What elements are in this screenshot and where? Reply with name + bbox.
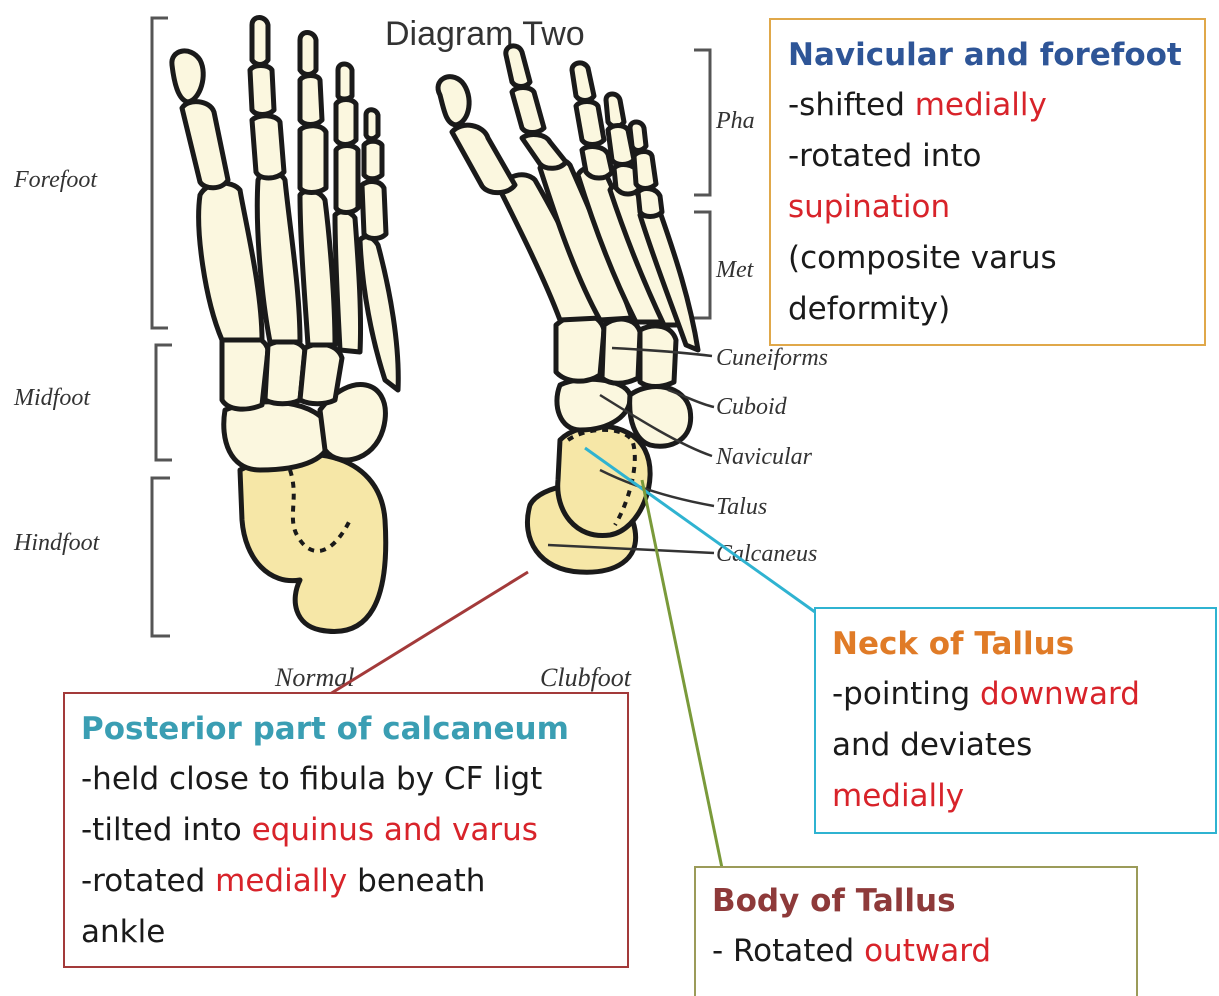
bone-label-navicular: Navicular (715, 444, 813, 470)
normal-cuneiform-1 (222, 335, 268, 409)
normal-toe3-distal (300, 33, 316, 75)
clubfoot-toe2-proximal (522, 135, 566, 169)
callout-body-of-tallus: Body of Tallus - Rotated outward (694, 866, 1138, 996)
region-label-forefoot: Forefoot (13, 167, 98, 193)
bone-label-cuboid: Cuboid (716, 394, 788, 420)
callout-title: Posterior part of calcaneum (81, 704, 627, 754)
callout-line: ankle (81, 907, 627, 958)
normal-big-toe-proximal (182, 102, 228, 188)
clubfoot-toe5-distal (630, 122, 646, 151)
callout-line: -rotated medially beneath (81, 856, 627, 907)
clubfoot-talus (558, 426, 650, 535)
normal-metatarsal-4 (335, 212, 361, 352)
callout-line: - Rotated outward (712, 926, 1136, 977)
callout-line: -pointing downward (832, 669, 1215, 720)
metatarsals-bracket (694, 212, 710, 318)
normal-big-toe-distal (172, 51, 203, 102)
normal-metatarsal-5 (360, 237, 398, 390)
normal-toe4-proximal (336, 146, 358, 213)
callout-line: -shifted medially (788, 80, 1204, 131)
normal-calcaneus (240, 454, 386, 631)
clubfoot-cuneiform-3 (640, 326, 676, 387)
callout-title: Body of Tallus (712, 876, 1136, 926)
callout-line: supination (788, 182, 1204, 233)
callout-title: Neck of Tallus (832, 619, 1215, 669)
midfoot-bracket (156, 345, 172, 460)
callout-line: -held close to fibula by CF ligt (81, 754, 627, 805)
caption-clubfoot: Clubfoot (540, 663, 632, 692)
region-label-phalanges: Pha (715, 108, 755, 134)
region-label-hindfoot: Hindfoot (13, 530, 101, 556)
right-brackets (694, 50, 710, 318)
clubfoot-navicular (557, 379, 630, 430)
clubfoot-big-toe-distal (438, 77, 469, 125)
normal-toe4-distal (338, 64, 352, 99)
clubfoot-toe5-proximal (638, 189, 662, 217)
normal-toe2-proximal (252, 116, 284, 178)
normal-toe5-distal (366, 110, 378, 139)
hindfoot-bracket (152, 478, 170, 636)
clubfoot-toe3-proximal (582, 147, 612, 178)
forefoot-bracket (152, 18, 168, 328)
bone-label-talus: Talus (716, 494, 767, 520)
clubfoot-cuneiform-2 (602, 319, 640, 383)
clubfoot-toe3-middle (576, 102, 604, 145)
region-label-midfoot: Midfoot (13, 385, 91, 411)
phalanges-bracket (694, 50, 710, 195)
callout-line: and deviates (832, 720, 1215, 771)
left-brackets (152, 18, 172, 636)
normal-toe3-middle (300, 76, 322, 125)
callout-neck-of-tallus: Neck of Tallus -pointing downward and de… (814, 607, 1217, 834)
clubfoot-cuneiform-1 (556, 314, 604, 381)
diagram-title: Diagram Two (385, 15, 585, 53)
normal-toe5-middle (364, 141, 382, 179)
clubfoot-big-toe-proximal (452, 125, 515, 192)
normal-metatarsal-2 (257, 173, 300, 343)
callout-posterior-calcaneum: Posterior part of calcaneum -held close … (63, 692, 629, 968)
callout-line: deformity) (788, 284, 1204, 335)
region-label-metatarsals: Met (715, 257, 755, 283)
normal-toe2-middle (250, 66, 274, 115)
normal-toe2-distal (252, 18, 268, 65)
normal-cuneiform-3 (300, 344, 342, 404)
callout-navicular-forefoot: Navicular and forefoot -shifted medially… (769, 18, 1206, 346)
normal-metatarsal-3 (300, 191, 335, 345)
normal-toe3-proximal (300, 126, 326, 193)
normal-toe4-middle (336, 100, 356, 145)
callout-line: medially (832, 771, 1215, 822)
normal-foot (172, 18, 398, 632)
clubfoot-toe3-distal (572, 63, 594, 101)
clubfoot-toe4-distal (606, 94, 624, 127)
bone-label-cuneiforms: Cuneiforms (716, 345, 828, 371)
callout-line: -rotated into (788, 131, 1204, 182)
callout-line: -tilted into equinus and varus (81, 805, 627, 856)
clubfoot-toe2-middle (512, 88, 544, 133)
callout-line: (composite varus (788, 233, 1204, 284)
normal-toe5-proximal (362, 182, 386, 239)
callout-title: Navicular and forefoot (788, 30, 1204, 80)
clubfoot-toe5-middle (634, 152, 656, 189)
normal-metatarsal-1 (199, 183, 262, 340)
normal-navicular (224, 402, 331, 470)
